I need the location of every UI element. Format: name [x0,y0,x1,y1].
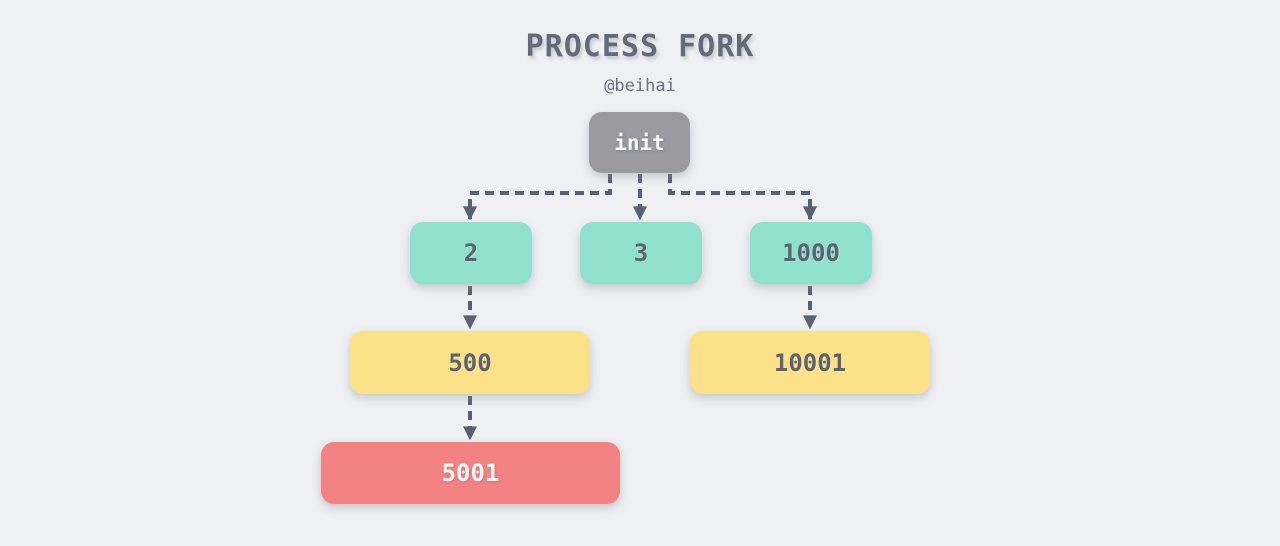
node-2: 2 [410,222,532,284]
node-1000-label: 1000 [782,239,840,267]
node-10001-label: 10001 [773,348,847,377]
edge-init-to-1000 [668,174,817,221]
diagram-title: PROCESS FORK [525,29,755,64]
node-2-label: 2 [463,239,479,267]
node-init: init [589,112,690,173]
node-500: 500 [350,331,590,394]
node-10001: 10001 [690,331,930,394]
node-3: 3 [580,222,702,284]
node-5001: 5001 [321,442,620,504]
edge-init-to-2 [463,174,612,221]
node-5001-label: 5001 [441,459,500,487]
node-500-label: 500 [448,348,492,377]
node-3-label: 3 [633,239,649,267]
diagram-subtitle: @beihai [604,76,676,96]
node-1000: 1000 [750,222,872,284]
node-init-label: init [614,130,665,155]
